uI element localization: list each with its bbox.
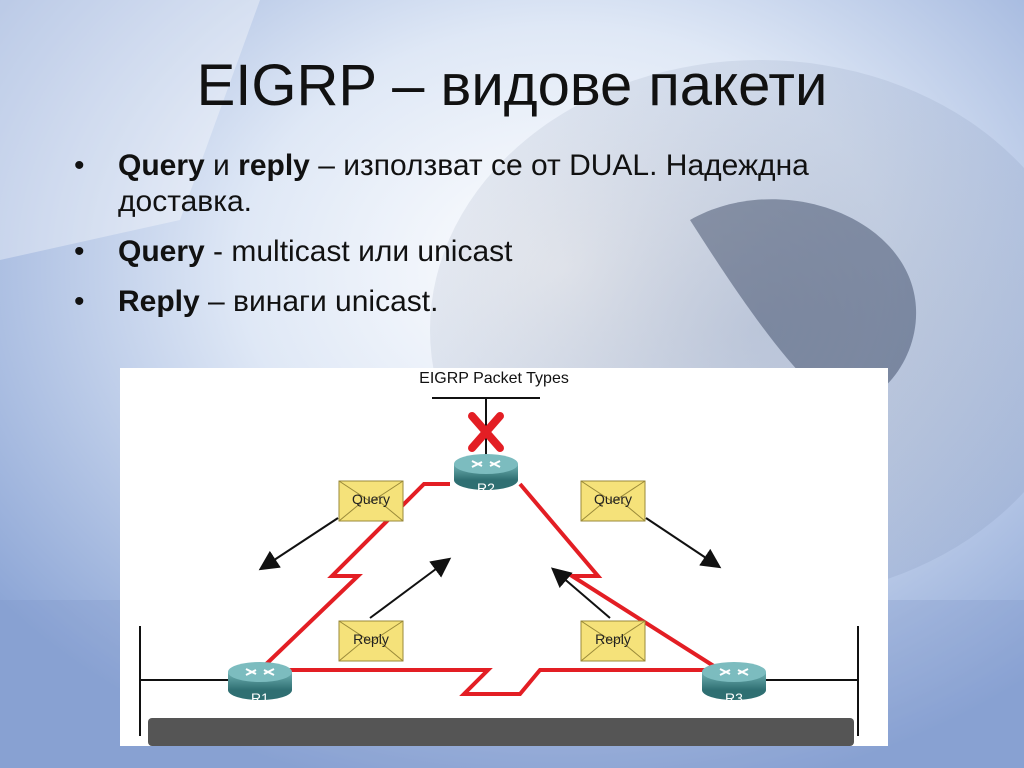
bullet-bold: Query <box>118 149 205 182</box>
envelope-icon <box>580 480 646 522</box>
router-r1-label: R1 <box>251 690 269 706</box>
slide-title: EIGRP – видове пакети <box>196 53 828 118</box>
failure-x-icon <box>468 412 504 452</box>
envelope-icon <box>338 480 404 522</box>
reply-label: Reply <box>595 631 631 647</box>
reply-envelope-right: Reply <box>580 620 646 662</box>
envelope-icon <box>580 620 646 662</box>
query-envelope-left: Query <box>338 480 404 522</box>
bullet-dot: • <box>74 285 85 318</box>
bullet-bold: reply <box>238 149 310 182</box>
arrow-query-right <box>645 517 722 569</box>
link-r2-r3 <box>518 482 722 672</box>
diagram-title: EIGRP Packet Types <box>419 370 569 387</box>
arrow-reply-left <box>369 557 452 619</box>
bullet-text: – винаги unicast. <box>199 285 439 318</box>
router-r1-icon <box>228 662 292 700</box>
arrow-query-left <box>258 517 339 571</box>
arrow-reply-right <box>550 567 611 619</box>
bullet-bold: Reply <box>118 285 200 318</box>
bullet-text: и <box>204 149 239 182</box>
query-label: Query <box>593 491 633 507</box>
link-r1-r3 <box>270 668 710 696</box>
router-r3-icon <box>702 662 766 700</box>
reply-label: Reply <box>353 631 389 647</box>
bullet-item: • Reply – винаги unicast. <box>70 284 950 320</box>
envelope-icon <box>338 620 404 662</box>
link-r1-r2 <box>258 482 450 672</box>
bullet-text: – използват се от DUAL. Надеждна доставк… <box>118 149 809 218</box>
bottom-bar <box>148 718 854 746</box>
query-label: Query <box>351 491 391 507</box>
bullet-text: - multicast или unicast <box>204 235 513 268</box>
bullet-bold: Query <box>118 235 205 268</box>
bullet-item: • Query и reply – използват се от DUAL. Н… <box>70 148 950 220</box>
bullet-dot: • <box>74 149 85 182</box>
bullet-item: • Query - multicast или unicast <box>70 234 950 270</box>
diagram-canvas <box>139 397 859 746</box>
reply-envelope-left: Reply <box>338 620 404 662</box>
bullet-list: • Query и reply – използват се от DUAL. Н… <box>70 148 950 334</box>
query-envelope-right: Query <box>580 480 646 522</box>
router-r3-label: R3 <box>725 690 743 706</box>
bullet-dot: • <box>74 235 85 268</box>
eigrp-diagram: EIGRP Packet Types <box>120 368 888 746</box>
router-r2-icon <box>454 454 518 490</box>
router-r2-label: R2 <box>477 480 495 496</box>
